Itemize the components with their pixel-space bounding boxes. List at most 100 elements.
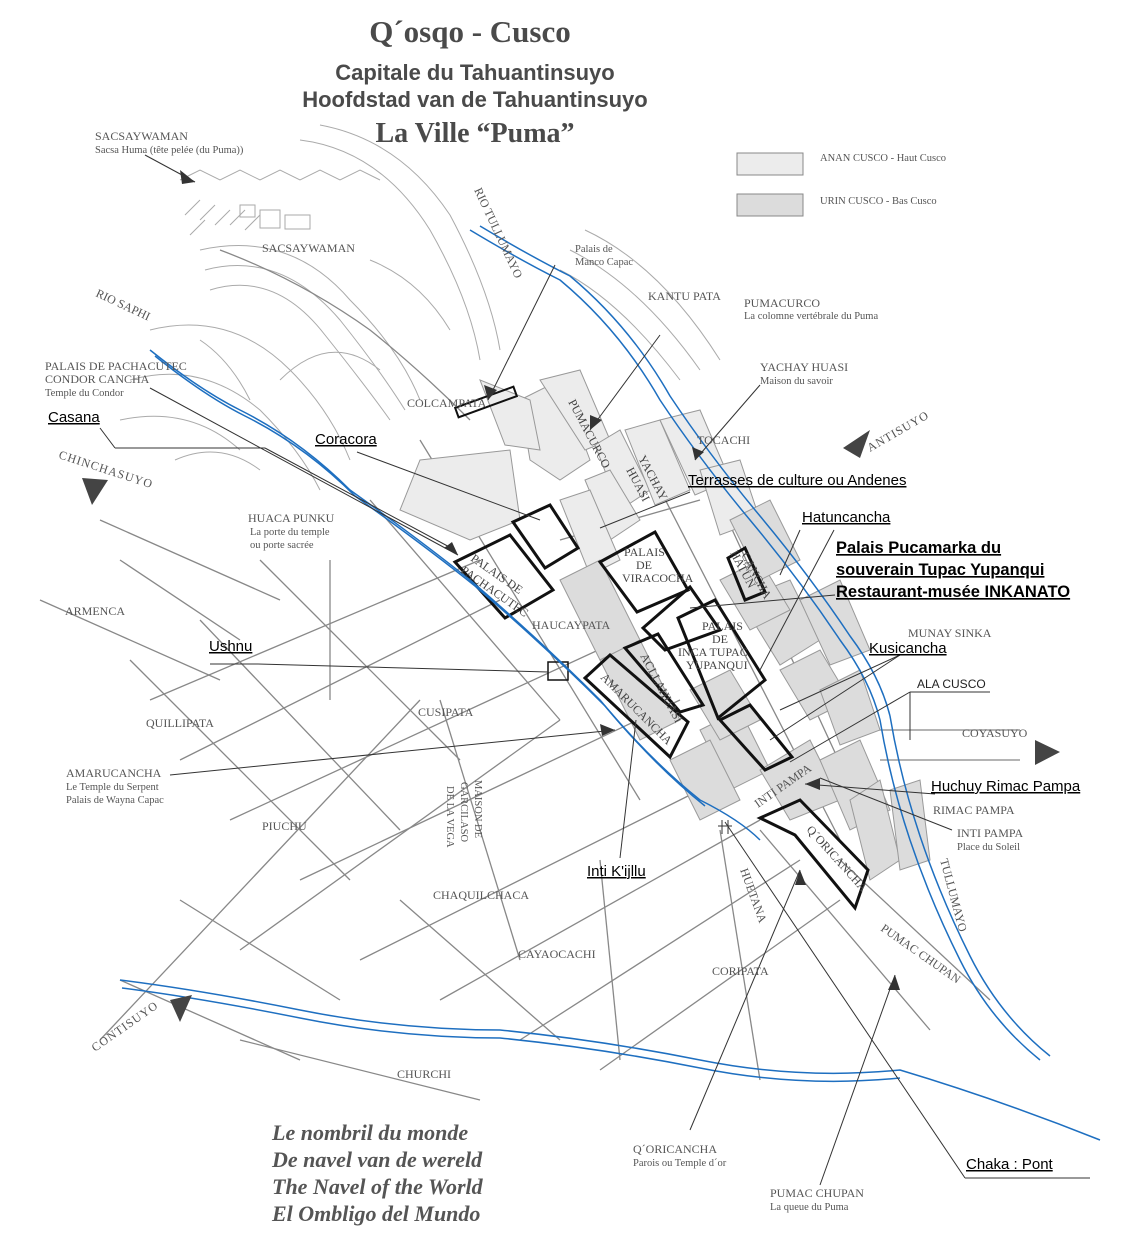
- block-label-inca-2: DE: [712, 632, 728, 646]
- label-rio-tullumayo: RIO TULLUMAYO: [471, 185, 525, 280]
- label-inti-pampa-sub: Place du Soleil: [957, 842, 1020, 853]
- label-quillipata: QUILLIPATA: [146, 716, 214, 730]
- label-pumac-chupan-sub: La queue du Puma: [770, 1202, 849, 1213]
- highlighted-blocks: [452, 385, 870, 912]
- label-maison-3: DE LA VEGA: [444, 786, 455, 848]
- arrow-coyasuyo-icon: [1035, 740, 1060, 765]
- label-huaca-punku: HUACA PUNKU: [248, 511, 335, 525]
- legend: ANAN CUSCO - Haut Cusco URIN CUSCO - Bas…: [736, 152, 946, 217]
- label-amarucancha: AMARUCANCHA: [66, 766, 162, 780]
- label-qoricancha-sub: Parois ou Temple d´or: [633, 1158, 727, 1169]
- annotation-chaka: Chaka : Pont: [966, 1156, 1054, 1173]
- label-maison-2: GARCILASO: [458, 782, 469, 843]
- label-cusipata: CUSIPATA: [418, 705, 474, 719]
- annotation-casana: Casana: [48, 409, 100, 426]
- label-piuchu: PIUCHU: [262, 819, 307, 833]
- label-munay-sinka: MUNAY SINKA: [908, 626, 992, 640]
- label-yachay-huasi: YACHAY HUASI: [760, 360, 848, 374]
- block-pucamarka: [640, 584, 723, 652]
- label-rio-saphi: RIO SAPHI: [94, 286, 153, 323]
- block-amarucancha: [582, 652, 690, 760]
- label-huaca-sub-1: La porte du temple: [250, 527, 330, 538]
- label-pachacutec-2: CONDOR CANCHA: [45, 372, 150, 386]
- slogan-line-4: El Ombligo del Mundo: [271, 1201, 480, 1226]
- river-huatanay: [119, 979, 1101, 1141]
- annotation-pucamarka-1: Palais Pucamarka du: [836, 539, 1001, 557]
- label-manco-1: Palais de: [575, 244, 613, 255]
- label-antisuyo: ANTISUYO: [865, 408, 932, 455]
- annotation-ushnu: Ushnu: [209, 638, 252, 655]
- river-saphi: [149, 349, 761, 841]
- label-sacsaywaman-top: SACSAYWAMAN: [95, 129, 188, 143]
- label-armenca: ARMENCA: [65, 604, 125, 618]
- legend-urin: URIN CUSCO - Bas Cusco: [820, 196, 937, 207]
- label-sacsaywaman: SACSAYWAMAN: [262, 241, 355, 255]
- label-inti-pampa: INTI PAMPA: [957, 826, 1023, 840]
- slogan-line-2: De navel van de wereld: [271, 1147, 483, 1172]
- block-label-inca-1: PALAIS: [702, 619, 743, 633]
- label-pumac-chupan-street: PUMAC CHUPAN: [878, 921, 963, 987]
- block-qoricancha: [756, 798, 870, 912]
- label-contisuyo: CONTISUYO: [89, 998, 161, 1054]
- annotation-kusicancha: Kusicancha: [869, 640, 947, 657]
- block-colcampata: [453, 385, 519, 419]
- map-title: Q´osqo - Cusco Capitale du Tahuantinsuyo…: [302, 14, 648, 149]
- annotations: Casana Coracora Terrasses de culture ou …: [48, 409, 1081, 1173]
- block-label-inca-3: INCA TUPAC: [678, 645, 748, 659]
- river-tullumayo: [469, 229, 1041, 1061]
- annotation-pucamarka-3: Restaurant-musée INKANATO: [836, 583, 1070, 601]
- label-chinchasuyo: CHINCHASUYO: [57, 448, 155, 492]
- title-line3: Hoofdstad van de Tahuantinsuyo: [302, 87, 648, 112]
- label-pumacurco-sub: La colomne vertébrale du Puma: [744, 311, 878, 322]
- label-tocachi: TOCACHI: [697, 433, 750, 447]
- label-huetana: HUETANA: [737, 866, 770, 925]
- block-coracora: [510, 503, 581, 571]
- title-line2: Capitale du Tahuantinsuyo: [335, 60, 615, 85]
- label-sacsaywaman-sub: Sacsa Huma (tête pelée (du Puma)): [95, 145, 244, 156]
- direction-arrows: [82, 430, 1060, 1022]
- label-manco-2: Manco Capac: [575, 257, 633, 268]
- title-line4: La Ville “Puma”: [375, 118, 574, 149]
- slogan-line-1: Le nombril du monde: [271, 1120, 468, 1145]
- label-coripata: CORIPATA: [712, 964, 769, 978]
- annotation-hatuncancha: Hatuncancha: [802, 509, 891, 526]
- annotation-huchuy: Huchuy Rimac Pampa: [931, 778, 1081, 795]
- annotation-pucamarka-2: souverain Tupac Yupanqui: [836, 561, 1044, 579]
- arrow-antisuyo-icon: [843, 430, 870, 458]
- hill-contours: [119, 124, 721, 491]
- label-qoricancha: Q´ORICANCHA: [633, 1142, 717, 1156]
- ushnu-marker: [547, 661, 569, 681]
- label-pachacutec-sub: Temple du Condor: [45, 388, 124, 399]
- block-hatuncancha: [726, 545, 768, 602]
- arrow-chinchasuyo-icon: [82, 478, 108, 505]
- rivers: [119, 225, 1101, 1141]
- label-amaru-sub-2: Palais de Wayna Capac: [66, 795, 164, 806]
- block-acllahuasi: [622, 632, 706, 714]
- label-huaca-sub-2: ou porte sacrée: [250, 540, 314, 551]
- label-churchi: CHURCHI: [397, 1067, 451, 1081]
- label-cayaocachi: CAYAOCACHI: [518, 947, 596, 961]
- place-labels: SACSAYWAMAN Sacsa Huma (tête pelée (du P…: [45, 129, 1028, 1213]
- legend-anan: ANAN CUSCO - Haut Cusco: [820, 153, 946, 164]
- slogan: Le nombril du monde De navel van de were…: [271, 1120, 484, 1226]
- label-haucaypata: HAUCAYPATA: [532, 618, 611, 632]
- title-main: Q´osqo - Cusco: [369, 14, 571, 49]
- annotation-terrasses: Terrasses de culture ou Andenes: [688, 472, 906, 489]
- pointer-lines: [99, 154, 1090, 1186]
- block-label-viracocha-2: DE: [636, 558, 652, 572]
- annotation-coracora: Coracora: [315, 431, 377, 448]
- label-yachay-sub: Maison du savoir: [760, 376, 833, 387]
- label-rimac-pampa: RIMAC PAMPA: [933, 803, 1015, 817]
- legend-swatch-urin: [736, 193, 804, 217]
- block-label-inca-4: YUPANQUI: [686, 658, 748, 672]
- annotation-ala-cusco: ALA CUSCO: [917, 677, 986, 691]
- label-kantu-pata: KANTU PATA: [648, 289, 721, 303]
- legend-swatch-anan: [736, 152, 804, 176]
- block-inca-tupac: [676, 598, 767, 721]
- label-pachacutec-1: PALAIS DE PACHACUTEC: [45, 359, 187, 373]
- block-kusicancha: [717, 703, 795, 772]
- arrow-contisuyo-icon: [170, 995, 192, 1022]
- slogan-line-3: The Navel of the World: [272, 1174, 484, 1199]
- label-amaru-sub-1: Le Temple du Serpent: [66, 782, 159, 793]
